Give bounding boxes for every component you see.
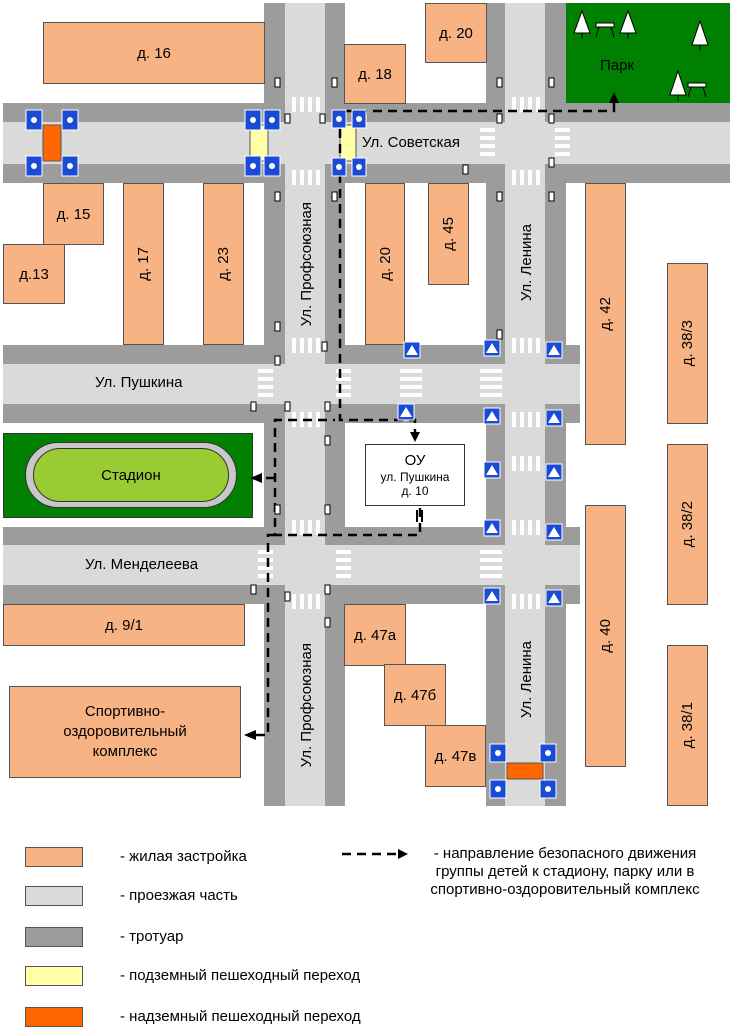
legend-roadway-label: - проезжая часть — [120, 887, 238, 904]
school-building: ОУ ул. Пушкина д. 10 — [365, 444, 465, 506]
zebra-crossings — [258, 97, 570, 609]
park-label: Парк — [600, 57, 635, 74]
building-47a: д. 47а — [344, 604, 406, 666]
building-17: д. 17 — [123, 183, 164, 345]
street-mendeleeva: Ул. Менделеева — [85, 556, 199, 573]
underground-crossing-sovetskaya-east — [339, 124, 357, 162]
building-42: д. 42 — [585, 183, 626, 445]
sign-symbols — [31, 116, 560, 792]
building-15: д. 15 — [43, 183, 104, 245]
building-47v: д. 47в — [425, 725, 486, 787]
building-20-mid: д. 20 — [365, 183, 405, 345]
street-sovetskaya: Ул. Советская — [362, 134, 460, 151]
legend-overground-swatch — [25, 1007, 83, 1027]
building-38-3: д. 38/3 — [667, 263, 708, 424]
legend-residential-swatch — [25, 847, 83, 867]
road-signs — [25, 109, 563, 799]
stadium-field: Стадион — [33, 448, 229, 502]
park-trees-icon — [573, 9, 709, 101]
legend-underground-swatch — [25, 966, 83, 986]
legend-residential-label: - жилая застройка — [120, 848, 247, 865]
sports-complex: Спортивно- оздоровительный комплекс — [9, 686, 241, 778]
building-18: д. 18 — [344, 44, 406, 104]
route-arrowheads — [244, 92, 619, 740]
building-47b: д. 47б — [384, 664, 446, 726]
building-45: д. 45 — [428, 183, 469, 285]
sovetskaya-roadway — [3, 122, 730, 164]
building-20-top: д. 20 — [425, 3, 487, 63]
building-38-2: д. 38/2 — [667, 444, 708, 605]
legend-roadway-swatch — [25, 886, 83, 906]
legend-sidewalk-label: - тротуар — [120, 928, 184, 945]
traffic-lights — [250, 77, 555, 628]
building-13: д.13 — [3, 244, 65, 304]
legend-overground-label: - надземный пешеходный переход — [120, 1008, 361, 1025]
overground-crossing-lenina — [506, 762, 544, 780]
stadium-area: Стадион — [3, 433, 253, 518]
building-9-1: д. 9/1 — [3, 604, 245, 646]
safe-route-path — [255, 103, 616, 737]
legend-route-text: - направление безопасного движения групп… — [430, 845, 700, 898]
legend-sidewalk-swatch — [25, 927, 83, 947]
park-area: Парк — [566, 3, 730, 103]
overground-crossing-sovetskaya — [42, 124, 62, 162]
legend-route-arrow-icon — [342, 849, 408, 859]
building-16: д. 16 — [43, 22, 265, 84]
building-40: д. 40 — [585, 505, 626, 767]
legend-underground-label: - подземный пешеходный переход — [120, 967, 361, 984]
building-23: д. 23 — [203, 183, 244, 345]
building-38-1: д. 38/1 — [667, 645, 708, 806]
street-pushkina: Ул. Пушкина — [95, 374, 183, 391]
